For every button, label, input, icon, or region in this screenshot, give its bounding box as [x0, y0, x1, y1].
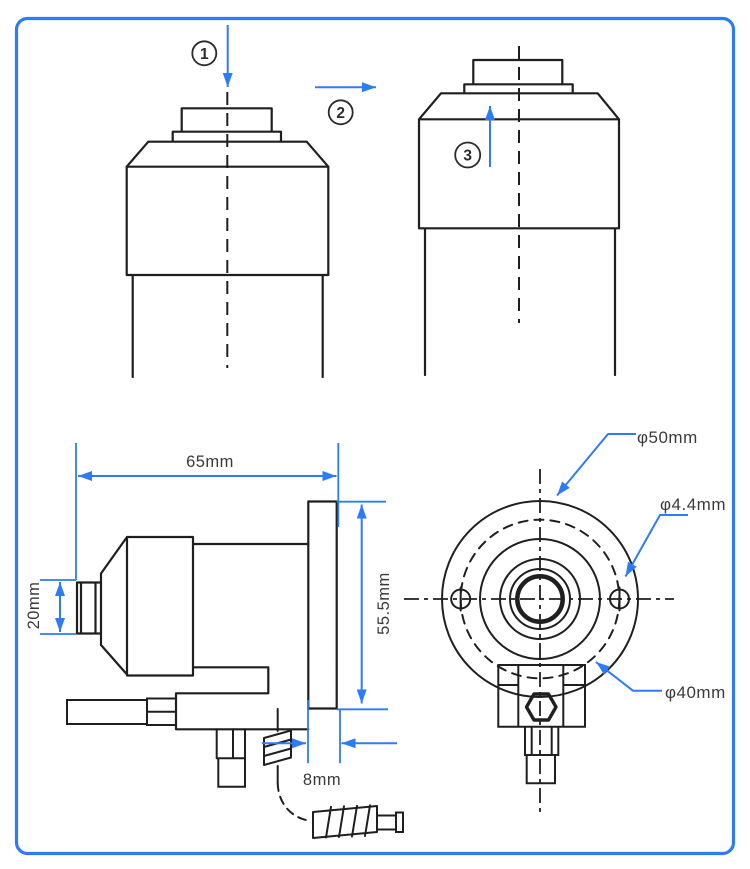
- phi50-label: φ50mm: [637, 428, 698, 447]
- extension-lines: [40, 579, 76, 635]
- step-2-badge: [327, 99, 354, 126]
- set-screw: [263, 708, 292, 784]
- step-view-press: 1 2: [125, 25, 376, 379]
- cable-dashed-curve: [276, 782, 312, 822]
- bottom-connector: [215, 728, 246, 788]
- step-1-number: 1: [200, 46, 209, 63]
- body-circle: [479, 538, 601, 660]
- encoder-outline: [125, 107, 330, 379]
- loose-screw: [312, 804, 404, 839]
- leader-line: [624, 514, 688, 577]
- dim-20mm-label: 20mm: [25, 582, 43, 630]
- step-1-badge: [191, 40, 218, 67]
- label-mounting-hole: φ4.4mm: [624, 495, 726, 577]
- encoder-side-outline: [75, 500, 338, 731]
- label-bolt-circle: φ40mm: [595, 661, 726, 702]
- dim-shaft-diameter: 20mm: [25, 579, 76, 635]
- step-2-number: 2: [336, 105, 345, 122]
- dim-65mm-label: 65mm: [186, 453, 234, 471]
- side-dimension-view: 65mm 20mm 55.5mm 8mm: [25, 443, 404, 839]
- leader-line: [556, 433, 636, 497]
- step-view-push: 3: [417, 46, 621, 377]
- boss-circle: [499, 558, 581, 640]
- phi44-label: φ4.4mm: [660, 495, 726, 514]
- label-outer-diameter: φ50mm: [556, 428, 698, 497]
- extension-lines: [336, 500, 388, 711]
- extension-lines: [75, 443, 340, 580]
- dim-8mm-label: 8mm: [303, 771, 341, 789]
- connector-block: [497, 664, 586, 785]
- cable-connector: [66, 697, 177, 726]
- front-dimension-view: φ50mm φ4.4mm φ40mm: [404, 428, 726, 817]
- dim-body-height: 55.5mm: [336, 500, 393, 711]
- dim-55-5mm-label: 55.5mm: [375, 572, 393, 635]
- step-3-badge: [454, 141, 482, 169]
- dim-overall-length: 65mm: [75, 443, 340, 580]
- mounting-hole-ticks: [459, 586, 621, 612]
- phi40-label: φ40mm: [665, 683, 726, 702]
- step-3-number: 3: [463, 148, 472, 165]
- outer-circle: [441, 500, 639, 698]
- hex-nut: [524, 692, 558, 722]
- shaft-hole-circle: [515, 574, 565, 624]
- extension-lines: [307, 700, 341, 764]
- panel-border: [14, 16, 736, 856]
- dim-flange-thickness: 8mm: [262, 700, 397, 789]
- leader-line: [595, 661, 662, 692]
- encoder-outline: [417, 58, 621, 377]
- shaft-collar-circle: [509, 568, 571, 630]
